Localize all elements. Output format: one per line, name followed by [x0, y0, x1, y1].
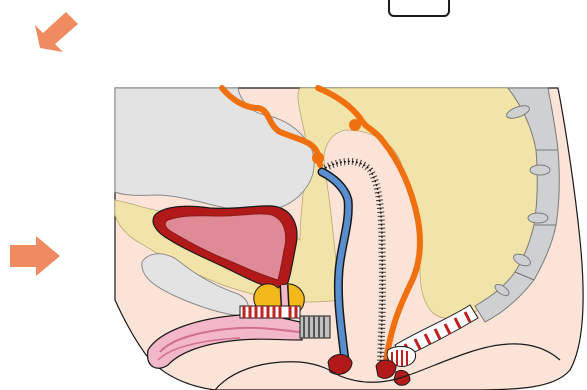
legend-box [389, 0, 449, 16]
arrow-icon [10, 236, 60, 276]
arrow-icon [35, 12, 78, 52]
